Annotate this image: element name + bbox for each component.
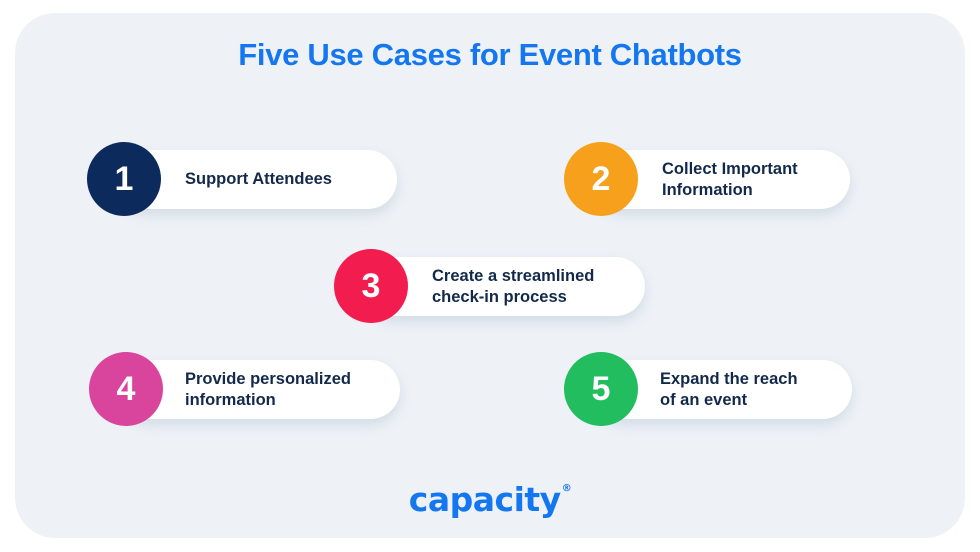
number-badge: 4 [89,352,163,426]
number-badge: 2 [564,142,638,216]
item-label: Collect Important Information [662,159,798,199]
number-badge: 5 [564,352,638,426]
item-pill [117,150,397,209]
item-pill [364,257,645,316]
use-case-item-3: 3 Create a streamlined check-in process [334,249,647,323]
use-case-item-5: 5 Expand the reach of an event [564,352,854,426]
use-case-item-1: 1 Support Attendees [87,142,399,216]
item-label: Create a streamlined check-in process [432,266,595,306]
page-title: Five Use Cases for Event Chatbots [238,37,742,72]
item-label: Provide personalized information [185,369,351,409]
number-badge: 1 [87,142,161,216]
registered-mark: ® [561,483,572,494]
logo-text: capacity [408,480,561,519]
number-badge: 3 [334,249,408,323]
item-label: Support Attendees [185,170,332,188]
item-pill [119,360,400,419]
item-label: Expand the reach of an event [660,369,798,409]
use-case-item-2: 2 Collect Important Information [564,142,852,216]
use-case-item-4: 4 Provide personalized information [89,352,402,426]
capacity-logo: capacity® [0,480,980,519]
